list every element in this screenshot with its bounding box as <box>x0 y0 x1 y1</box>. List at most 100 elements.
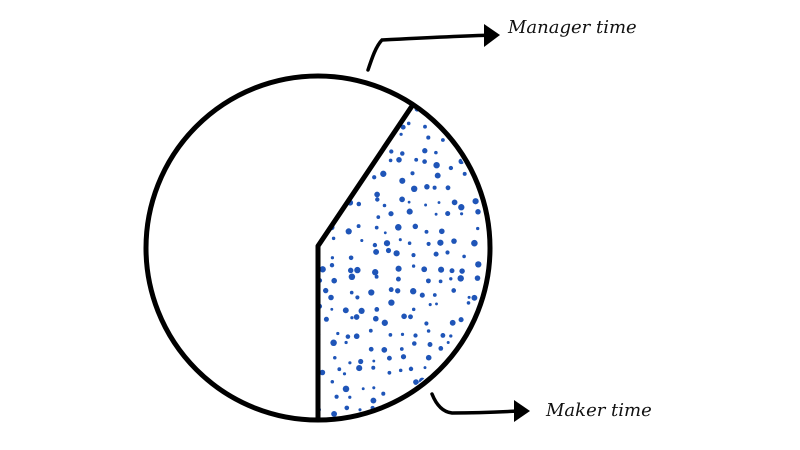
stipple-dot <box>406 208 413 215</box>
stipple-dot <box>472 346 478 351</box>
stipple-dot <box>383 231 387 235</box>
stipple-dot <box>388 287 394 293</box>
stipple-dot <box>466 301 471 305</box>
stipple-dot <box>433 406 439 412</box>
stipple-dot <box>342 372 347 376</box>
stipple-dot <box>447 379 453 385</box>
stipple-dot <box>372 359 376 363</box>
manager-time-label: Manager time <box>507 17 637 38</box>
stipple-dot <box>322 210 328 216</box>
stipple-dot <box>466 124 471 128</box>
stipple-dot <box>399 177 406 184</box>
stipple-dot <box>459 268 465 274</box>
stipple-dot <box>330 256 335 260</box>
stipple-dot <box>360 238 364 243</box>
stipple-dot <box>449 319 456 326</box>
stipple-dot <box>372 242 378 248</box>
stipple-dot <box>381 391 386 396</box>
stipple-dot <box>411 264 416 268</box>
stipple-dot <box>408 366 414 372</box>
stipple-dot <box>382 203 387 208</box>
stipple-dot <box>344 122 349 127</box>
stipple-dot <box>398 368 403 373</box>
stipple-dot <box>329 176 335 182</box>
stipple-dot <box>440 332 446 338</box>
stipple-dot <box>333 147 340 154</box>
stipple-dot <box>330 123 338 130</box>
stipple-dot <box>462 171 467 176</box>
stipple-dot <box>475 261 482 268</box>
stipple-dot <box>411 307 416 312</box>
stipple-dot <box>449 119 454 124</box>
stipple-dot <box>475 209 481 215</box>
stipple-dot <box>333 356 337 360</box>
stipple-dot <box>396 157 402 163</box>
stipple-dot <box>412 341 417 346</box>
stipple-dot <box>336 331 340 336</box>
stipple-dot <box>388 299 395 306</box>
stipple-dot <box>344 340 348 345</box>
stipple-dot <box>374 225 379 230</box>
stipple-dot <box>322 149 329 156</box>
stipple-dot <box>489 308 494 313</box>
stipple-dot <box>447 393 453 398</box>
stipple-dot <box>440 138 445 142</box>
stipple-dot <box>331 410 338 417</box>
stipple-dot <box>322 176 328 182</box>
stipple-dot <box>400 151 405 156</box>
stipple-dot <box>372 386 376 390</box>
stipple-dot <box>399 132 403 136</box>
stipple-dot <box>464 371 468 375</box>
stipple-dot <box>413 333 418 338</box>
stipple-dot <box>368 289 375 296</box>
stipple-dot <box>369 125 374 130</box>
stipple-dot <box>356 224 361 229</box>
stipple-dot <box>449 277 453 281</box>
stipple-dot <box>419 292 425 298</box>
stipple-dot <box>426 135 431 140</box>
stipple-dot <box>449 268 455 274</box>
stipple-dot <box>488 340 494 346</box>
stipple-dot <box>399 196 405 203</box>
stipple-dot <box>388 158 393 163</box>
stipple-dot <box>472 391 478 398</box>
stipple-dot <box>457 275 464 282</box>
stipple-dot <box>432 383 437 389</box>
stipple-dot <box>332 165 336 170</box>
stipple-dot <box>490 357 496 363</box>
stipple-dot <box>462 254 466 259</box>
stipple-dot <box>491 147 496 152</box>
stipple-dot <box>344 405 350 411</box>
stipple-dot <box>446 112 451 117</box>
stipple-dot <box>381 347 388 353</box>
stipple-dot <box>323 133 328 138</box>
stipple-dot <box>346 139 350 143</box>
stipple-dot <box>490 177 493 180</box>
stipple-dot <box>440 118 446 124</box>
stipple-dot <box>348 255 354 261</box>
stipple-dot <box>488 185 491 188</box>
stipple-dot <box>424 229 429 234</box>
stipple-dot <box>411 185 418 192</box>
stipple-dot <box>434 172 441 179</box>
stipple-dot <box>485 124 486 130</box>
stipple-dot <box>395 276 401 282</box>
stipple-dot <box>328 294 334 301</box>
stipple-dot <box>438 346 444 351</box>
stipple-dot <box>422 148 428 154</box>
slice-divider <box>315 104 415 419</box>
stipple-dot <box>458 112 465 119</box>
stipple-dot <box>372 107 376 112</box>
stipple-dot <box>426 329 431 333</box>
stipple-dot <box>386 125 393 132</box>
stipple-dot <box>475 146 479 151</box>
stipple-dot <box>399 347 404 351</box>
stipple-dot <box>319 164 324 170</box>
stipple-dot <box>385 409 389 414</box>
maker-time-slice-dots <box>318 106 496 417</box>
stipple-dot <box>386 355 392 361</box>
stipple-dot <box>334 394 339 399</box>
stipple-dot <box>383 240 391 247</box>
stipple-dot <box>490 327 493 330</box>
stipple-dot <box>438 228 445 235</box>
